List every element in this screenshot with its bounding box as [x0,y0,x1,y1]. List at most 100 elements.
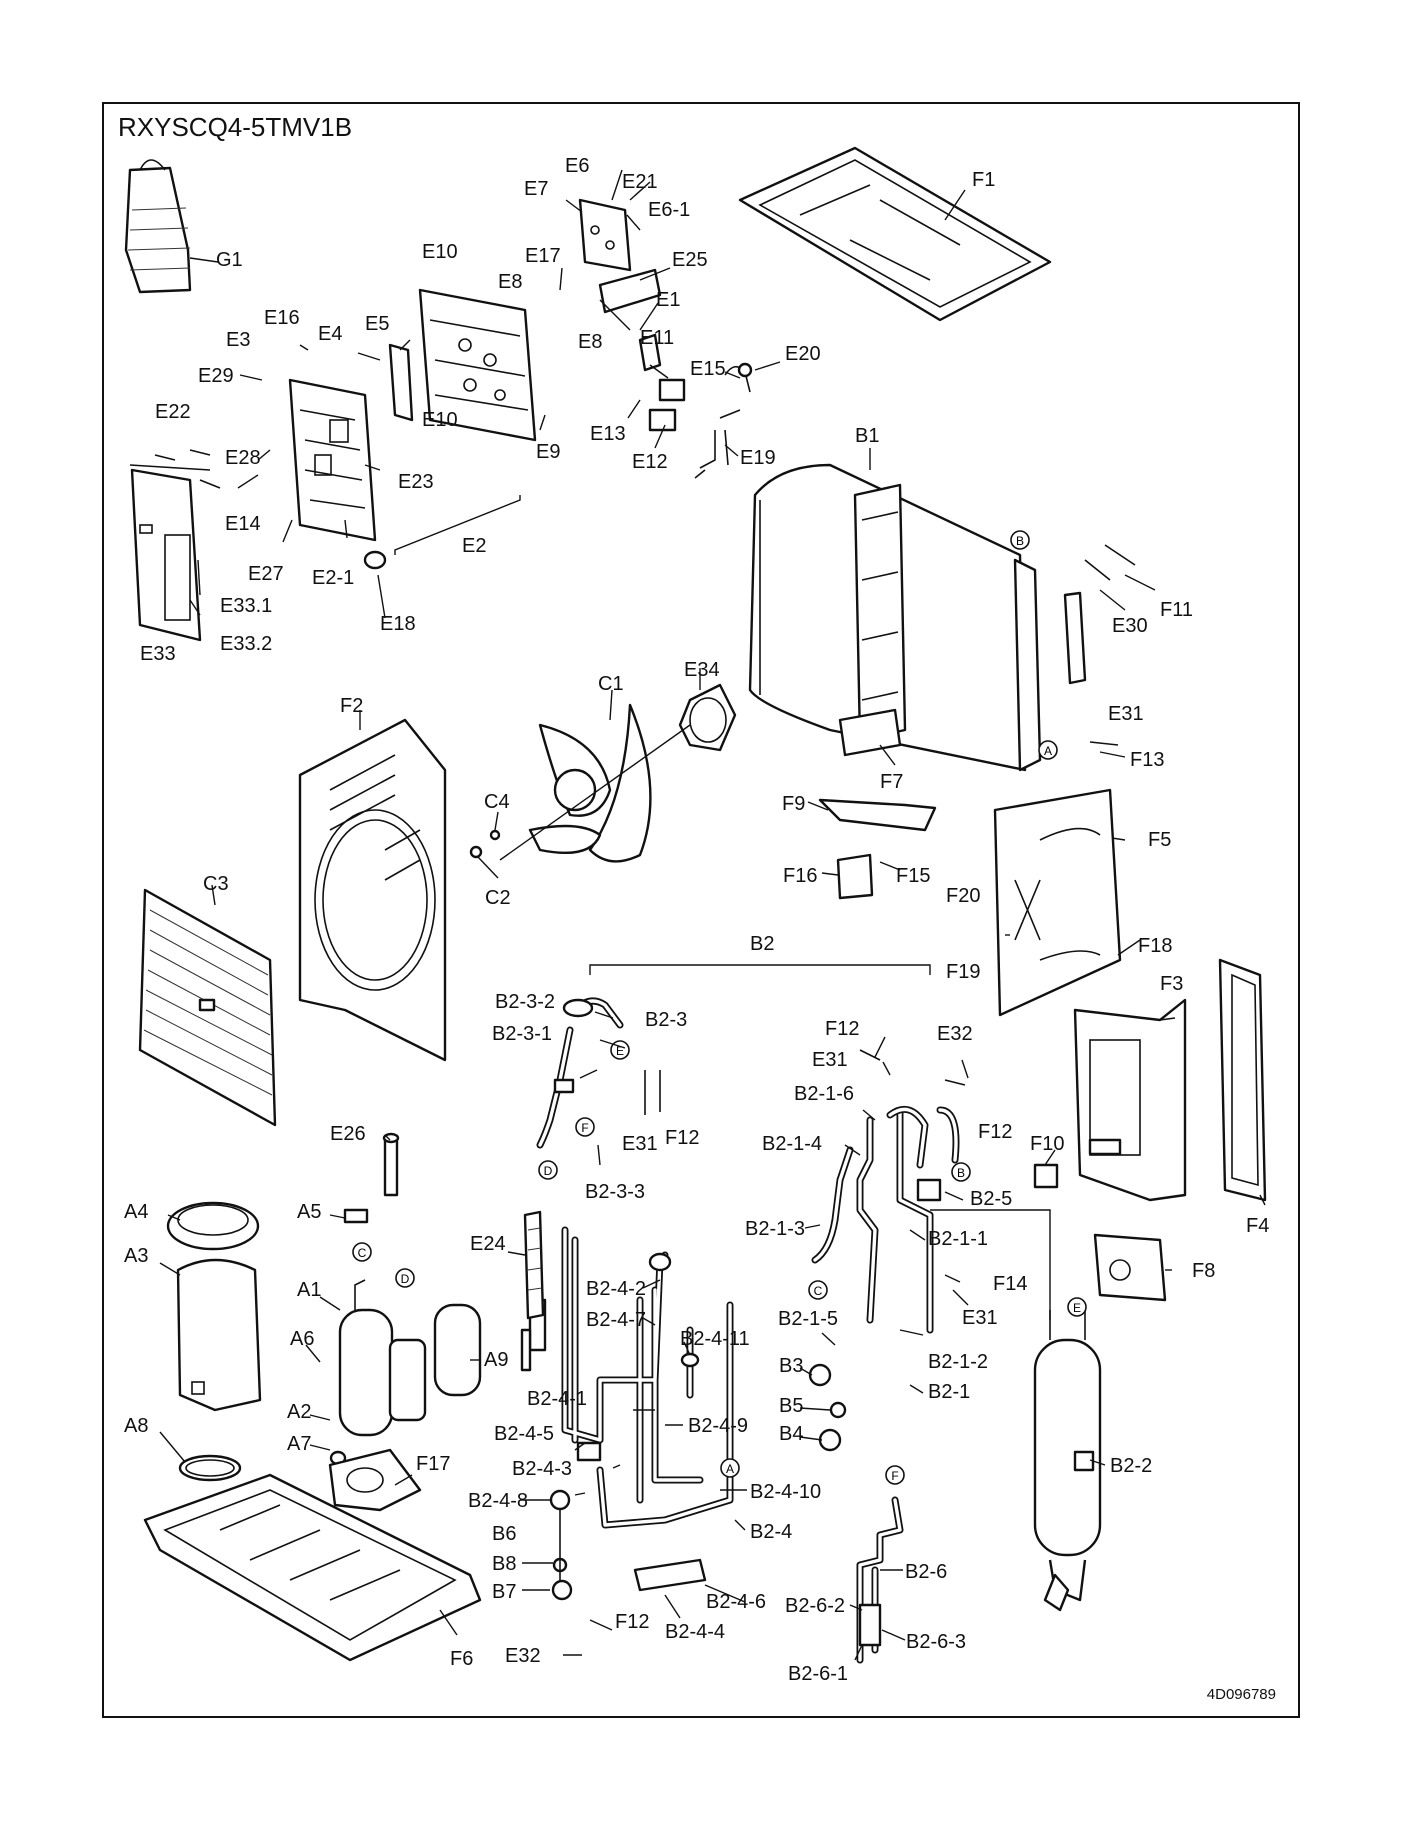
label-E34: E34 [684,659,720,681]
label-E6: E6 [565,155,589,177]
part-labels: G1 E21 E6 E7 E6-1 E17 E25 E10 E8 E1 E16 … [124,155,1269,1685]
label-E33.2: E33.2 [220,633,272,655]
label-B2-4-10: B2-4-10 [750,1481,821,1503]
label-E10-b: E10 [422,409,458,431]
label-F15: F15 [896,865,930,887]
part-f10-part [1033,1163,1059,1189]
part-b3-b4-b5-valves [808,1363,847,1452]
b2-group-brace [589,964,931,975]
svg-text:F: F [891,1469,898,1483]
part-f2-front-frame [298,718,447,1062]
label-G1: G1 [216,249,243,271]
label-E17: E17 [525,245,561,267]
label-F6: F6 [450,1648,473,1670]
part-e34-fan-motor [678,683,737,752]
svg-text:B: B [957,1166,965,1180]
part-e33-cover [129,464,211,642]
label-F17: F17 [416,1453,450,1475]
label-B2-3-1: B2-3-1 [492,1023,552,1045]
label-E28: E28 [225,447,261,469]
label-E26: E26 [330,1123,366,1145]
e2-group-brace [394,495,521,555]
svg-text:A: A [726,1462,734,1476]
label-B2-4-6: B2-4-6 [706,1591,766,1613]
part-b2-6-pipe [856,1496,904,1664]
label-B2-1-4: B2-1-4 [762,1133,822,1155]
label-E2-1: E2-1 [312,567,354,589]
label-F19: F19 [946,961,980,983]
label-E14: E14 [225,513,261,535]
label-E24: E24 [470,1233,506,1255]
label-E32: E32 [937,1023,973,1045]
label-C2: C2 [485,887,511,909]
label-F13: F13 [1130,749,1164,771]
svg-text:D: D [401,1272,410,1286]
part-f8-cover [1093,1233,1167,1302]
part-e6-board [578,198,632,272]
label-B2-4-8: B2-4-8 [468,1490,528,1512]
label-E2: E2 [462,535,486,557]
label-E31-c: E31 [622,1133,658,1155]
label-F9: F9 [782,793,805,815]
label-B2-3-2: B2-3-2 [495,991,555,1013]
part-b2-1-piping [811,1049,1051,1334]
svg-text:C: C [358,1246,367,1260]
part-e15-e20-sensor [719,362,753,419]
label-C3: C3 [203,873,229,895]
label-B3: B3 [779,1355,803,1377]
label-A6: A6 [290,1328,314,1350]
label-E16: E16 [264,307,300,329]
label-F14: F14 [993,1273,1027,1295]
label-E22: E22 [155,401,191,423]
label-B2-2: B2-2 [1110,1455,1152,1477]
label-C4: C4 [484,791,510,813]
label-B2-4-11: B2-4-11 [680,1328,750,1350]
svg-text:E: E [1073,1301,1081,1315]
part-f5-right-side-panel [993,788,1122,1017]
label-F20: F20 [946,885,980,907]
document-number: 4D096789 [1206,1686,1276,1703]
label-C1: C1 [598,673,624,695]
label-B2-6-2: B2-6-2 [785,1595,845,1617]
label-E13: E13 [590,423,626,445]
label-F2: F2 [340,695,363,717]
label-F5: F5 [1148,829,1171,851]
part-e19-harness [694,429,729,479]
label-E1: E1 [656,289,680,311]
label-F3: F3 [1160,973,1183,995]
label-B2-4-9: B2-4-9 [688,1415,748,1437]
label-F12-d: F12 [615,1611,649,1633]
label-E23: E23 [398,471,434,493]
label-B2-6: B2-6 [905,1561,947,1583]
label-B2-3: B2-3 [645,1009,687,1031]
part-e25-harness [598,268,686,432]
part-b2-3-piping [536,997,661,1149]
part-f11-e30-sensors [1063,544,1136,685]
label-E30: E30 [1112,615,1148,637]
part-e26-bolt [382,1132,400,1197]
label-B4: B4 [779,1423,803,1445]
model-title: RXYSCQ4-5TMV1B [118,112,353,142]
label-E3: E3 [226,329,250,351]
label-F11: F11 [1160,599,1193,621]
label-E5: E5 [365,313,389,335]
label-B2-4-7: B2-4-7 [586,1309,646,1331]
label-B2-6-3: B2-6-3 [906,1631,966,1653]
label-E25: E25 [672,249,708,271]
label-A7: A7 [287,1433,311,1455]
label-F4: F4 [1246,1215,1269,1237]
part-b1-heat-exchanger [748,463,1042,772]
label-F12-b: F12 [665,1127,699,1149]
label-E11: E11 [640,327,674,349]
label-E6-1: E6-1 [648,199,690,221]
label-B2-3-3: B2-3-3 [585,1181,645,1203]
label-E8-b: E8 [578,331,602,353]
label-E32-b: E32 [505,1645,541,1667]
label-B2-1-1: B2-1-1 [928,1228,988,1250]
part-e2-control-board [288,378,387,570]
part-e2-switch-box [388,288,537,442]
svg-text:A: A [1044,744,1052,758]
part-f3-front-right-panel [1073,998,1187,1202]
label-E31: E31 [1108,703,1144,725]
